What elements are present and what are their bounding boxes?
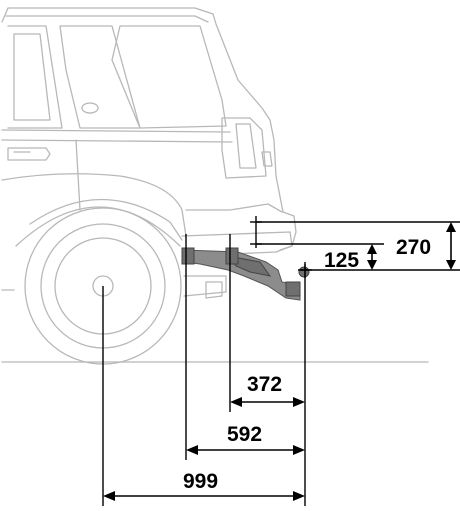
dimension-999 [103, 491, 305, 501]
label-270: 270 [396, 236, 431, 259]
dimension-lines [102, 216, 460, 506]
vehicle-outline [1, 7, 429, 365]
label-125: 125 [324, 249, 359, 272]
dimension-270 [446, 222, 456, 270]
label-592: 592 [227, 423, 262, 446]
dimension-372 [230, 397, 305, 407]
label-999: 999 [183, 470, 218, 493]
dimension-125 [367, 244, 377, 270]
label-372: 372 [247, 373, 282, 396]
dimension-labels: 270 125 372 592 999 [183, 236, 431, 493]
tow-bracket [181, 247, 310, 301]
dimension-592 [186, 445, 305, 455]
